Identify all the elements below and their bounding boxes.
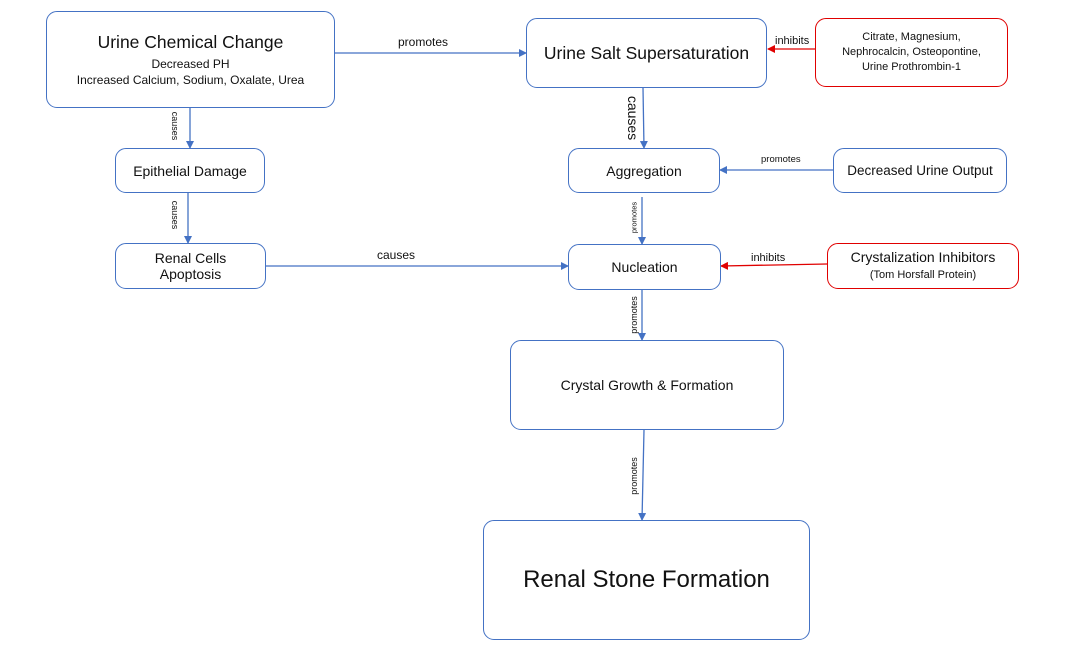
node-epithelial-damage: Epithelial Damage xyxy=(115,148,265,193)
node-detail: Increased Calcium, Sodium, Oxalate, Urea xyxy=(76,73,305,87)
edge-label: promotes xyxy=(398,35,449,49)
edge-label: causes xyxy=(625,95,641,141)
node-renal-stone-formation: Renal Stone Formation xyxy=(483,520,810,640)
node-title: Urine Chemical Change xyxy=(97,32,284,52)
arrow-crystal-inhibitors-to-nucleation xyxy=(720,261,828,270)
edge-label: promotes xyxy=(629,457,639,495)
node-crystalization-inhibitors: Crystalization Inhibitors (Tom Horsfall … xyxy=(827,243,1019,289)
node-crystal-growth: Crystal Growth & Formation xyxy=(510,340,784,430)
node-subtitle: (Tom Horsfall Protein) xyxy=(869,269,977,281)
node-detail: Citrate, Magnesium, xyxy=(862,31,961,43)
node-aggregation: Aggregation xyxy=(568,148,720,193)
edge-label: promotes xyxy=(629,296,639,334)
node-detail: Urine Prothrombin-1 xyxy=(861,61,962,73)
node-urine-chemical-change: Urine Chemical Change Decreased PH Incre… xyxy=(46,11,335,108)
node-title: Nucleation xyxy=(611,259,678,275)
node-title: Urine Salt Supersaturation xyxy=(543,42,750,63)
node-title: Renal Stone Formation xyxy=(523,566,770,593)
edge-label: inhibits xyxy=(775,35,810,47)
node-detail: Decreased PH xyxy=(151,57,230,71)
edge-label: causes xyxy=(170,111,180,141)
node-supersaturation-inhibitors: Citrate, Magnesium, Nephrocalcin, Osteop… xyxy=(815,18,1008,87)
edge-label: promotes xyxy=(761,154,801,165)
edge-label: inhibits xyxy=(751,252,786,264)
node-title: Decreased Urine Output xyxy=(847,163,993,178)
node-title: Apoptosis xyxy=(159,266,222,282)
edge-label: causes xyxy=(170,200,180,230)
node-title: Crystal Growth & Formation xyxy=(560,377,734,393)
node-title: Crystalization Inhibitors xyxy=(850,249,996,265)
edge-label: causes xyxy=(377,248,416,262)
node-title: Epithelial Damage xyxy=(133,162,247,179)
node-detail: Nephrocalcin, Osteopontine, xyxy=(842,46,981,58)
node-urine-salt-supersaturation: Urine Salt Supersaturation xyxy=(526,18,767,88)
node-title: Renal Cells xyxy=(154,250,227,266)
arrow-supersaturation-to-aggregation xyxy=(639,87,648,149)
arrow-growth-to-stone xyxy=(638,429,647,521)
node-title: Aggregation xyxy=(606,162,682,179)
node-decreased-urine-output: Decreased Urine Output xyxy=(833,148,1007,193)
edge-label: promotes xyxy=(629,201,639,234)
node-nucleation: Nucleation xyxy=(568,244,721,290)
node-renal-cells-apoptosis: Renal Cells Apoptosis xyxy=(115,243,266,289)
